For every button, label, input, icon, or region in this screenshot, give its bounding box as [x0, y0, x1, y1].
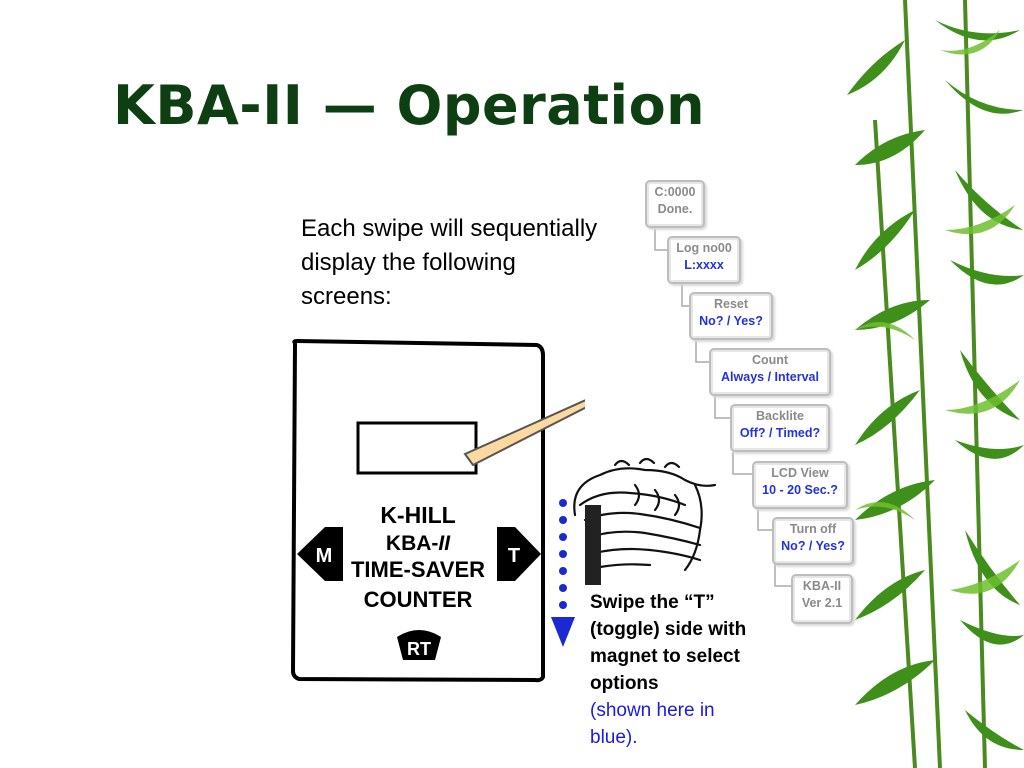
screen-line-2: L:xxxx: [684, 258, 724, 272]
screen-line-2: No? / Yes?: [781, 539, 845, 553]
device-brand: K-HILL: [380, 502, 455, 528]
screen-line-2: Ver 2.1: [801, 596, 843, 610]
intro-text: Each swipe will sequentially display the…: [301, 215, 598, 310]
screen-line-1: KBA-II: [802, 579, 842, 593]
device-line4: COUNTER: [364, 587, 473, 612]
magnet-bar: [585, 505, 601, 585]
swipe-direction-arrow: [551, 499, 575, 647]
bamboo-decoration: [847, 0, 1024, 768]
device-display-window: [356, 421, 478, 475]
m-button: M: [297, 527, 343, 581]
screen-turn-off: Turn off No? / Yes?: [772, 517, 854, 565]
swipe-instruction-main: Swipe the “T” (toggle) side with magnet …: [590, 592, 747, 694]
screen-line-2: 10 - 20 Sec.?: [762, 483, 838, 497]
screen-count-done: C:0000 Done.: [645, 180, 705, 228]
screen-line-2: Done.: [657, 202, 693, 216]
swipe-instructions: Swipe the “T” (toggle) side with magnet …: [590, 589, 760, 751]
screen-log: Log no00 L:xxxx: [667, 236, 741, 284]
swipe-instruction-note: (shown here in blue).: [590, 700, 715, 748]
t-button: T: [497, 527, 541, 581]
screen-line-2: Off? / Timed?: [739, 426, 821, 440]
hand-with-magnet-image: [573, 457, 717, 585]
screen-version: KBA-II Ver 2.1: [791, 574, 853, 624]
t-button-label: T: [508, 545, 520, 567]
device-body: [290, 338, 545, 683]
screen-line-2: Always / Interval: [721, 370, 819, 384]
screen-count-mode: Count Always / Interval: [709, 348, 831, 396]
pointer-arrow: [463, 399, 585, 467]
screen-lcd-view: LCD View 10 - 20 Sec.?: [752, 461, 848, 509]
device-illustration: K-HILL KBA-II TIME-SAVER COUNTER M T RT: [290, 338, 585, 683]
screen-line-1: LCD View: [771, 466, 829, 480]
screen-line-2: No? / Yes?: [699, 314, 763, 328]
rt-button-label: RT: [407, 639, 431, 659]
screen-line-1: Log no00: [676, 241, 732, 255]
slide-title: KBA-II — Operation: [113, 74, 706, 137]
screen-reset: Reset No? / Yes?: [689, 292, 773, 340]
device-model: KBA-II: [386, 532, 451, 555]
screen-backlite: Backlite Off? / Timed?: [730, 404, 830, 452]
screen-line-1: Backlite: [756, 409, 804, 423]
rt-button: RT: [397, 630, 441, 660]
device-line3: TIME-SAVER: [351, 557, 485, 582]
screen-line-1: C:0000: [654, 185, 696, 199]
screen-line-1: Count: [751, 353, 789, 367]
m-button-label: M: [316, 545, 333, 567]
screen-line-1: Reset: [713, 297, 749, 311]
screen-line-1: Turn off: [789, 522, 837, 536]
